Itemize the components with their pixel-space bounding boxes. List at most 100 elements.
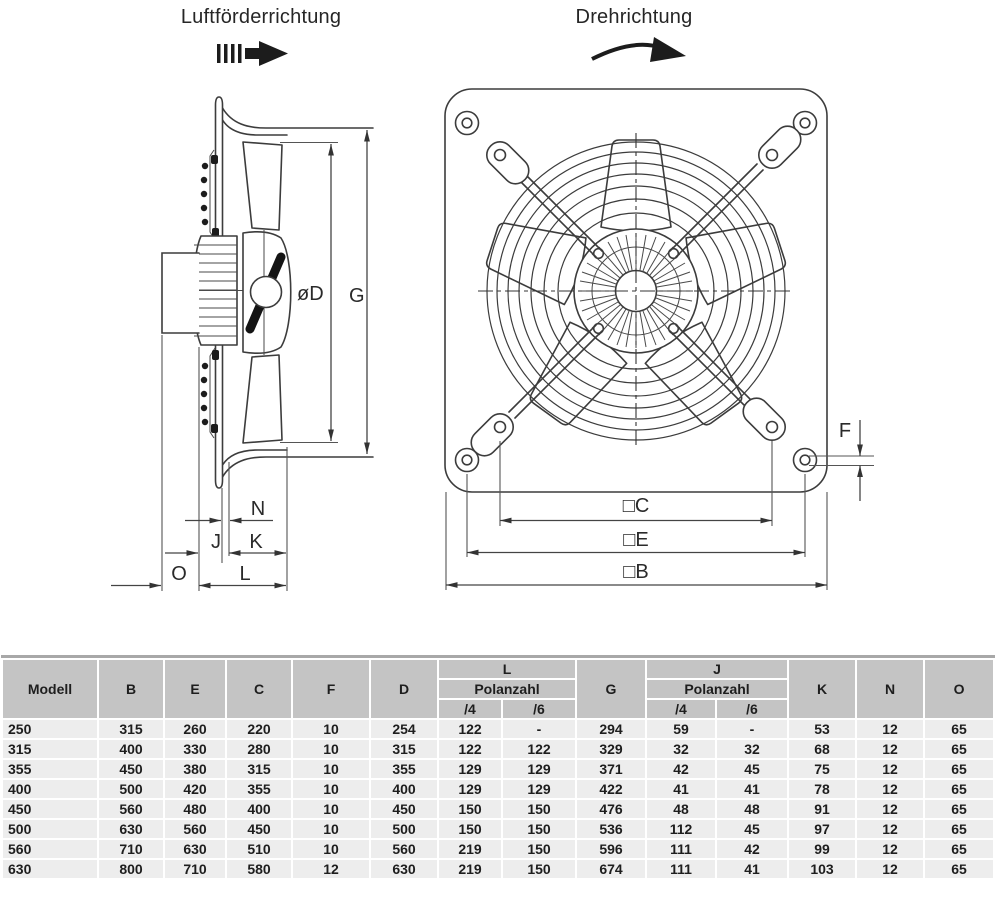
table-cell: 99: [787, 838, 858, 860]
table-cell: 12: [855, 838, 926, 860]
table-cell: 560: [97, 798, 165, 820]
table-cell: 371: [575, 758, 647, 780]
table-cell: 630: [97, 818, 165, 840]
table-cell: 75: [787, 758, 858, 780]
table-cell: 150: [501, 818, 577, 840]
table-cell: 150: [501, 858, 577, 880]
table-cell: 10: [291, 718, 371, 740]
table-row: 560 710 630 510 10 560 219 150 596 111 4…: [1, 838, 996, 860]
fan-blade-lower: [242, 354, 283, 444]
table-cell: 500: [97, 778, 165, 800]
dimension-label-f: F: [839, 420, 851, 442]
table-cell: 10: [291, 818, 371, 840]
table-cell: 65: [923, 778, 996, 800]
col-header-n: N: [855, 658, 926, 720]
dimension-label-n: N: [251, 498, 265, 520]
table-cell: 315: [369, 738, 439, 760]
col-header-k: K: [787, 658, 858, 720]
table-cell: 12: [855, 778, 926, 800]
venturi-bottom: [221, 456, 374, 478]
table-row: 450 560 480 400 10 450 150 150 476 48 48…: [1, 798, 996, 820]
table-cell: 219: [437, 858, 503, 880]
table-cell: 65: [923, 858, 996, 880]
table-cell: 12: [855, 738, 926, 760]
table-cell: 45: [714, 818, 790, 840]
table-cell: 450: [1, 798, 99, 820]
table-cell: 294: [575, 718, 647, 740]
table-cell: 103: [787, 858, 858, 880]
table-cell: 129: [501, 758, 577, 780]
col-header-e: E: [163, 658, 227, 720]
shaft-circle: [249, 275, 283, 309]
table-cell: 510: [225, 838, 293, 860]
table-cell: 12: [855, 798, 926, 820]
col-header-g: G: [575, 658, 647, 720]
table-cell: 560: [163, 818, 227, 840]
table-cell: -: [501, 718, 577, 740]
table-cell: 65: [923, 758, 996, 780]
table-cell: 254: [369, 718, 439, 740]
table-cell: 129: [437, 778, 503, 800]
table-cell: 41: [714, 778, 790, 800]
dimension-label-k: K: [249, 531, 263, 553]
table-cell: 42: [714, 838, 790, 860]
table-cell: 10: [291, 778, 371, 800]
table-cell: 450: [225, 818, 293, 840]
table-cell: 500: [369, 818, 439, 840]
table-cell: 630: [163, 838, 227, 860]
table-cell: 560: [369, 838, 439, 860]
table-cell: 48: [714, 798, 790, 820]
table-cell: 65: [923, 838, 996, 860]
table-cell: 355: [225, 778, 293, 800]
venturi-top: [221, 107, 374, 129]
dimension-label-l: L: [239, 563, 250, 585]
front-bottom-dimensions: □C □E □B: [445, 441, 827, 590]
table-cell: 674: [575, 858, 647, 880]
table-cell: 42: [645, 758, 717, 780]
dimension-label-diameter: øD: [297, 283, 324, 305]
table-row: 630 800 710 580 12 630 219 150 674 111 4…: [1, 858, 996, 880]
rotation-arrow-icon: [591, 37, 686, 62]
col-header-modell: Modell: [1, 658, 99, 720]
table-cell: 260: [163, 718, 227, 740]
table-cell: 10: [291, 738, 371, 760]
table-row: 500 630 560 450 10 500 150 150 536 112 4…: [1, 818, 996, 840]
table-cell: 596: [575, 838, 647, 860]
table-cell: 68: [787, 738, 858, 760]
table-cell: 112: [645, 818, 717, 840]
table-cell: 150: [501, 798, 577, 820]
technical-drawing: øD G N J K O L: [111, 37, 874, 591]
col-header-b: B: [97, 658, 165, 720]
fan-blade-upper: [242, 141, 283, 231]
table-top-border: [1, 655, 995, 658]
front-view-drawing: F □C □E □B: [444, 88, 874, 590]
subheader-j-pole4: /4: [645, 698, 717, 720]
table-cell: 580: [225, 858, 293, 880]
table-cell: 45: [714, 758, 790, 780]
table-cell: 150: [437, 798, 503, 820]
table-cell: 129: [501, 778, 577, 800]
table-cell: 12: [855, 818, 926, 840]
corner-holes: [454, 110, 818, 473]
table-cell: 78: [787, 778, 858, 800]
dimension-label-b: □B: [623, 561, 648, 583]
table-cell: 10: [291, 758, 371, 780]
table-cell: 97: [787, 818, 858, 840]
table-cell: 476: [575, 798, 647, 820]
table-cell: 500: [1, 818, 99, 840]
table-cell: 12: [855, 758, 926, 780]
table-cell: 12: [855, 718, 926, 740]
table-cell: 400: [369, 778, 439, 800]
table-row: 250 315 260 220 10 254 122 - 294 59 - 53…: [1, 718, 996, 740]
guard-struts: [470, 125, 802, 457]
table-cell: 59: [645, 718, 717, 740]
table-cell: 32: [645, 738, 717, 760]
table-cell: 10: [291, 838, 371, 860]
table-cell: 450: [369, 798, 439, 820]
table-cell: 129: [437, 758, 503, 780]
dimension-label-g: G: [349, 285, 365, 307]
dimension-label-e: □E: [623, 529, 648, 551]
rotation-direction-title: Drehrichtung: [575, 6, 693, 28]
subheader-j-polanzahl: Polanzahl: [644, 678, 790, 700]
